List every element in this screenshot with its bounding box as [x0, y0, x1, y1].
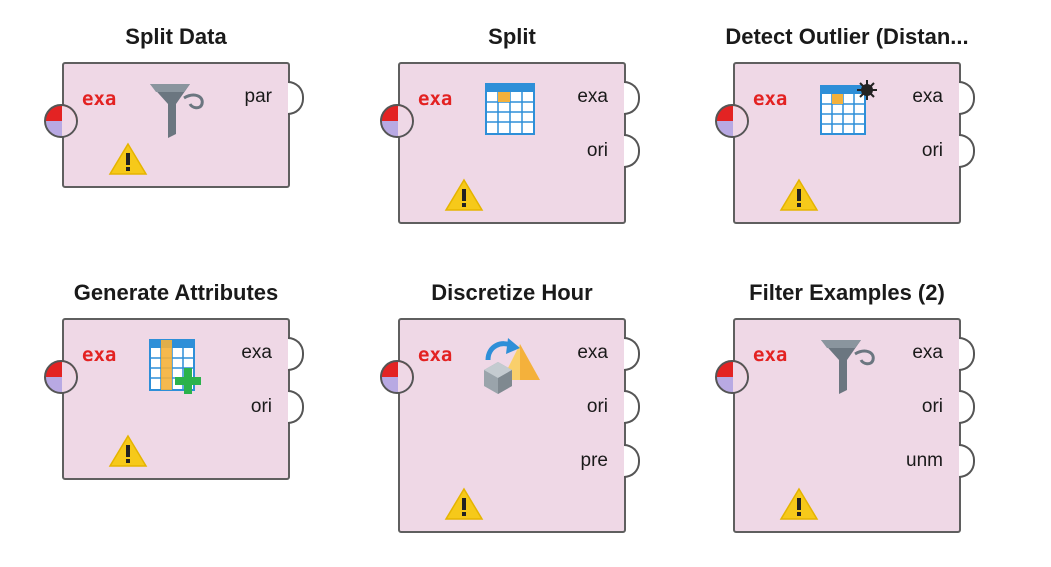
filter-split-icon [150, 84, 204, 138]
output-port[interactable] [959, 81, 975, 115]
output-port[interactable] [959, 134, 975, 168]
operator-split-data[interactable]: Split Data exa par [44, 22, 304, 188]
output-port[interactable] [624, 444, 640, 478]
input-port-label: exa [753, 88, 788, 110]
output-port-label: ori [921, 396, 943, 417]
operator-body[interactable]: exa exa ori unm [733, 318, 975, 533]
operator-body[interactable]: exa exa ori [62, 318, 304, 480]
input-port-label: exa [82, 88, 117, 110]
output-port-label: par [244, 86, 272, 107]
output-port-label: pre [580, 450, 608, 471]
table-icon [485, 83, 535, 135]
operator-title: Discretize Hour [431, 280, 593, 305]
operator-title: Generate Attributes [73, 280, 279, 305]
operator-body[interactable]: exa exa ori [398, 62, 640, 224]
operator-split[interactable]: Split exa exa ori [380, 22, 640, 224]
warning-icon [444, 487, 484, 520]
output-port-label: exa [912, 342, 943, 363]
warning-icon [779, 487, 819, 520]
output-port[interactable] [624, 390, 640, 424]
output-port[interactable] [959, 444, 975, 478]
output-port[interactable] [624, 81, 640, 115]
filter-icon [821, 340, 875, 394]
operator-body[interactable]: exa exa ori [733, 62, 975, 224]
operator-body[interactable]: exa exa ori pre [398, 318, 640, 533]
operator-discretize-hour[interactable]: Discretize Hour exa exa ori pre [380, 278, 640, 533]
output-port[interactable] [288, 390, 304, 424]
output-port-label: exa [912, 86, 943, 107]
output-port-label: ori [586, 140, 608, 161]
output-port[interactable] [624, 337, 640, 371]
output-port-label: unm [906, 450, 943, 471]
operator-title: Detect Outlier (Distan... [725, 24, 969, 49]
input-port[interactable] [715, 104, 749, 138]
output-port[interactable] [288, 81, 304, 115]
input-port[interactable] [44, 104, 78, 138]
operator-title: Split Data [125, 24, 227, 49]
warning-icon [108, 434, 148, 467]
warning-icon [108, 142, 148, 175]
input-port-label: exa [82, 344, 117, 366]
input-port-label: exa [753, 344, 788, 366]
output-port[interactable] [624, 134, 640, 168]
output-port-label: ori [586, 396, 608, 417]
output-port-label: exa [577, 342, 608, 363]
input-port[interactable] [715, 360, 749, 394]
output-port-label: exa [241, 342, 272, 363]
shapes-transform-icon [484, 338, 540, 394]
output-port[interactable] [959, 337, 975, 371]
table-outlier-icon [820, 80, 877, 135]
output-port-label: exa [577, 86, 608, 107]
operator-body[interactable]: exa par [62, 62, 304, 188]
input-port[interactable] [44, 360, 78, 394]
output-port-label: ori [250, 396, 272, 417]
input-port-label: exa [418, 344, 453, 366]
output-port[interactable] [959, 390, 975, 424]
warning-icon [444, 178, 484, 211]
warning-icon [779, 178, 819, 211]
table-add-column-icon [149, 339, 201, 394]
output-port-label: ori [921, 140, 943, 161]
operator-generate-attributes[interactable]: Generate Attributes exa exa ori [44, 278, 304, 480]
operator-filter-examples[interactable]: Filter Examples (2) exa exa ori unm [715, 278, 975, 533]
operator-detect-outlier[interactable]: Detect Outlier (Distan... exa exa ori [715, 22, 975, 224]
output-port[interactable] [288, 337, 304, 371]
operator-title: Filter Examples (2) [749, 280, 945, 305]
input-port-label: exa [418, 88, 453, 110]
operator-title: Split [488, 24, 536, 49]
input-port[interactable] [380, 360, 414, 394]
input-port[interactable] [380, 104, 414, 138]
